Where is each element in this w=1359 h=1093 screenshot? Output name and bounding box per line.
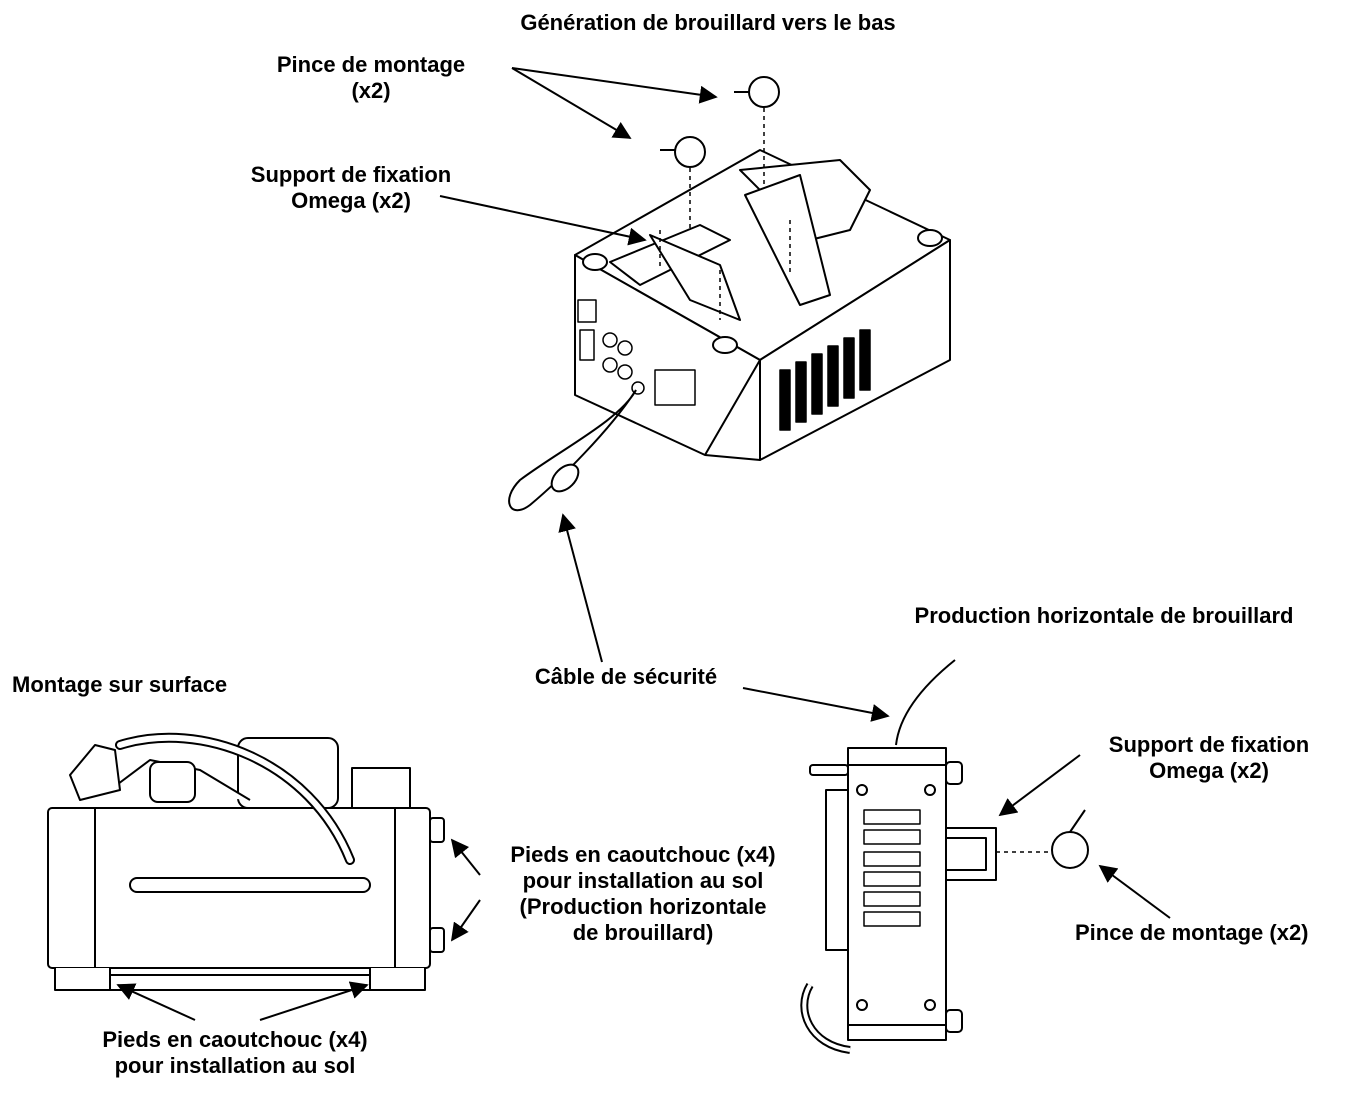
label-line: pour installation au sol xyxy=(522,868,764,893)
label-line: pour installation au sol xyxy=(114,1053,356,1078)
label-surface-mount: Montage sur surface xyxy=(12,672,228,697)
callout-arrows xyxy=(116,67,1171,1021)
label-horizontal-fog: Production horizontale de brouillard xyxy=(914,603,1294,628)
label-line: (Production horizontale xyxy=(519,894,767,919)
label-line: Pieds en caoutchouc (x4) xyxy=(102,1027,368,1052)
label-rubber-feet-floor: Pieds en caoutchouc (x4) pour installati… xyxy=(70,1027,400,1079)
label-line: Support de fixation xyxy=(1108,732,1310,757)
label-safety-cable: Câble de sécurité xyxy=(534,664,718,689)
label-rubber-feet-horizontal: Pieds en caoutchouc (x4) pour installati… xyxy=(480,842,806,946)
label-mounting-clamp-right: Pince de montage (x2) xyxy=(1075,920,1309,945)
fog-machine-top-view xyxy=(508,76,951,512)
label-mounting-clamp-top: Pince de montage (x2) xyxy=(240,52,502,104)
label-line: (x2) xyxy=(351,78,391,103)
fog-machine-surface-mount xyxy=(47,732,445,991)
label-line: Support de fixation xyxy=(250,162,452,187)
label-downward-fog: Génération de brouillard vers le bas xyxy=(520,10,896,35)
label-line: Pince de montage xyxy=(276,52,466,77)
label-omega-bracket-top: Support de fixation Omega (x2) xyxy=(220,162,482,214)
label-line: Pieds en caoutchouc (x4) xyxy=(510,842,776,867)
label-line: Omega (x2) xyxy=(1149,758,1269,783)
fog-machine-horizontal xyxy=(800,659,1089,1054)
label-line: Omega (x2) xyxy=(291,188,411,213)
label-omega-bracket-right: Support de fixation Omega (x2) xyxy=(1080,732,1338,784)
label-line: de brouillard) xyxy=(572,920,714,945)
